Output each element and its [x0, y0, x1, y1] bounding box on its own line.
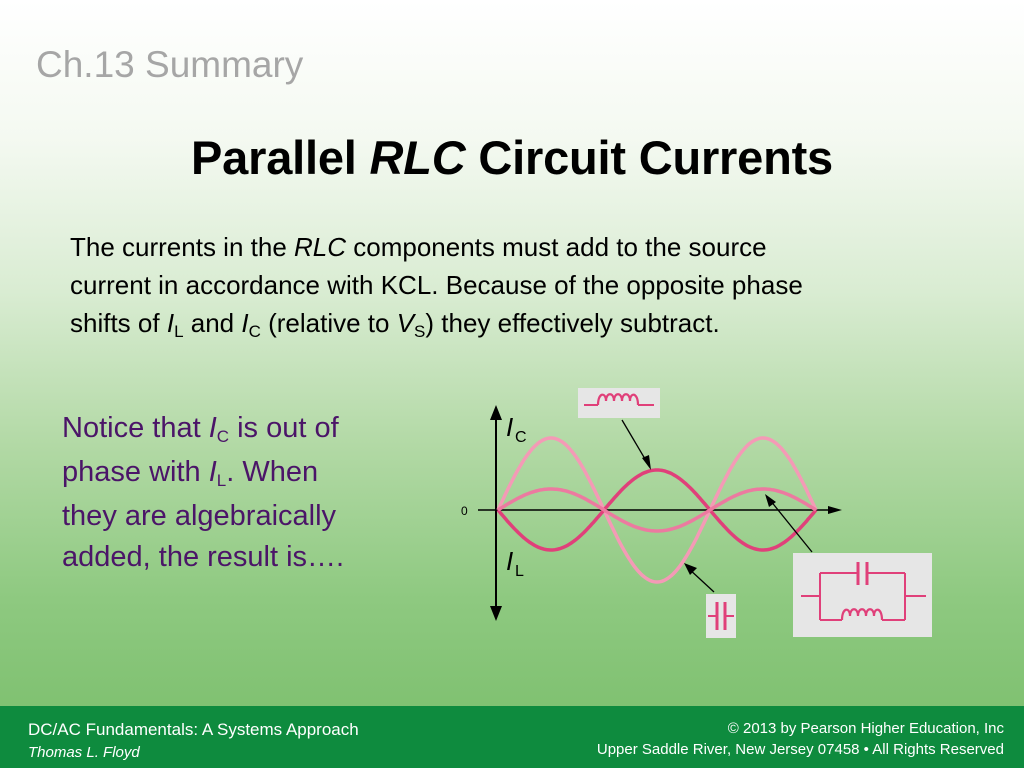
- footer-bar: DC/AC Fundamentals: A Systems Approach T…: [0, 706, 1024, 768]
- capacitor-pointer-head: [684, 563, 697, 575]
- notice-line-1: Notice that IC is out of: [62, 408, 422, 452]
- il-label: I: [506, 546, 513, 576]
- lc-pointer: [769, 499, 813, 553]
- para-text: The currents in the: [70, 232, 294, 262]
- axis-arrow-up: [490, 405, 502, 420]
- ic-label-sub: C: [515, 429, 527, 446]
- notice-text-part: is out of: [229, 412, 339, 444]
- notice-ic-sub: C: [216, 427, 230, 446]
- para-line-2: current in accordance with KCL. Because …: [70, 270, 803, 300]
- sum-waveform: [497, 487, 817, 533]
- para-vs-sub: S: [414, 322, 426, 341]
- para-vs-symbol: V: [396, 308, 415, 338]
- notice-text-part: Notice that: [62, 412, 209, 444]
- notice-line-2: phase with IL. When: [62, 452, 422, 496]
- notice-text: Notice that IC is out of phase with IL. …: [62, 408, 422, 578]
- notice-text-part: phase with: [62, 456, 209, 488]
- para-text: components must add to the source: [346, 232, 767, 262]
- notice-il-sub: L: [216, 471, 227, 490]
- footer-address: Upper Saddle River, New Jersey 07458 • A…: [596, 741, 1004, 758]
- footer-author: Thomas L. Floyd: [28, 744, 140, 761]
- notice-text-part: . When: [226, 456, 319, 488]
- il-waveform: [496, 468, 818, 552]
- parallel-lc-icon: [793, 553, 932, 637]
- para-il-symbol: I: [166, 308, 175, 338]
- title-part-1: Parallel: [191, 131, 370, 184]
- capacitor-icon: [706, 594, 736, 638]
- title-rlc: RLC: [369, 131, 466, 184]
- zero-label: 0: [461, 504, 468, 518]
- il-label-sub: L: [515, 563, 524, 580]
- para-ic-symbol: I: [241, 308, 249, 338]
- slide-title: Parallel RLC Circuit Currents: [0, 130, 1024, 185]
- ic-waveform: [496, 436, 818, 584]
- lc-pointer-head: [765, 494, 776, 507]
- notice-il-symbol: I: [208, 456, 217, 488]
- para-text: ) they effectively subtract.: [425, 308, 720, 338]
- inductor-icon: [578, 388, 660, 418]
- title-part-2: Circuit Currents: [465, 131, 833, 184]
- body-paragraph: The currents in the RLC components must …: [70, 228, 980, 346]
- para-rlc: RLC: [294, 232, 347, 262]
- ic-label: I: [506, 412, 513, 442]
- notice-line-4: added, the result is….: [62, 541, 345, 573]
- para-text: (relative to: [260, 308, 397, 338]
- axis-arrow-right: [828, 506, 842, 514]
- footer-copyright: © 2013 by Pearson Higher Education, Inc: [727, 720, 1004, 737]
- inductor-pointer: [621, 419, 649, 465]
- para-line-3: shifts of IL and IC (relative to VS) the…: [70, 304, 980, 346]
- para-text: and: [183, 308, 242, 338]
- para-ic-sub: C: [248, 322, 261, 341]
- notice-ic-symbol: I: [208, 412, 217, 444]
- para-line-1: The currents in the RLC components must …: [70, 228, 980, 266]
- para-text: shifts of: [70, 308, 167, 338]
- inductor-pointer-head: [642, 455, 651, 470]
- footer-book-title: DC/AC Fundamentals: A Systems Approach: [28, 720, 359, 739]
- chapter-label: Ch.13 Summary: [36, 44, 304, 85]
- para-il-sub: L: [174, 322, 184, 341]
- notice-line-3: they are algebraically: [62, 500, 337, 532]
- axis-arrow-down: [490, 606, 502, 621]
